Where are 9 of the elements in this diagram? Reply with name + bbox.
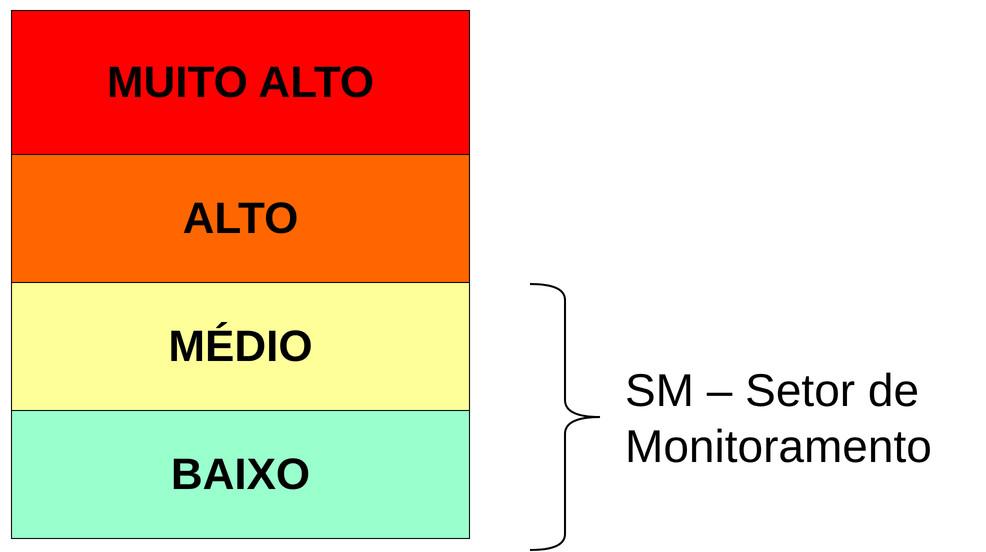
level-band bbox=[11, 10, 470, 155]
level-band bbox=[11, 154, 470, 283]
level-label: MÉDIO bbox=[168, 322, 313, 372]
bracket-label: SM – Setor de Monitoramento bbox=[625, 363, 933, 474]
level-label: BAIXO bbox=[170, 450, 310, 500]
level-label: MUITO ALTO bbox=[106, 58, 374, 108]
level-band bbox=[11, 282, 470, 411]
level-band bbox=[11, 410, 470, 539]
level-label: ALTO bbox=[182, 194, 298, 244]
